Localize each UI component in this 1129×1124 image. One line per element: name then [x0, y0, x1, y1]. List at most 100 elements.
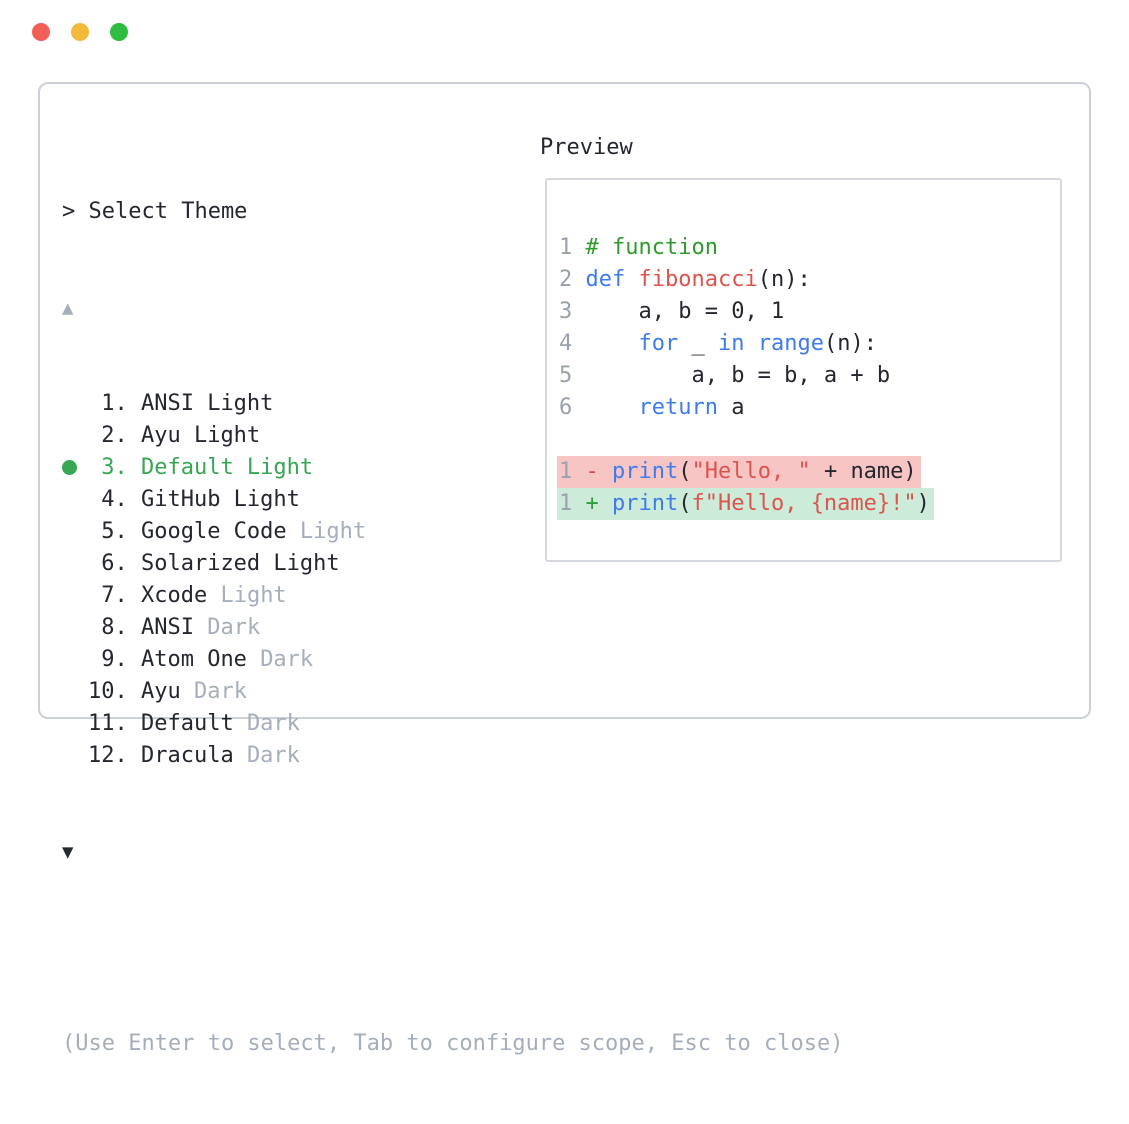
code-token: _ — [678, 331, 718, 356]
code-token: print — [612, 491, 679, 516]
code-line: 6 return a — [547, 392, 1060, 424]
code-line: 5 a, b = b, a + b — [547, 360, 1060, 392]
theme-item[interactable]: 9. Atom One Dark — [62, 644, 843, 676]
line-number: 1 — [559, 491, 573, 516]
code-token: + — [585, 491, 612, 516]
diff-row: 1 - print("Hello, " + name) — [547, 456, 1060, 488]
theme-name: Ayu — [140, 679, 181, 704]
theme-item[interactable]: 7. Xcode Light — [62, 580, 843, 612]
code-token — [744, 331, 757, 356]
line-number: 2 — [559, 267, 573, 292]
code-token: # function — [585, 235, 718, 260]
maximize-button-icon[interactable] — [110, 23, 128, 41]
code-token: range — [757, 331, 824, 356]
theme-item[interactable]: 8. ANSI Dark — [62, 612, 843, 644]
scroll-down-icon[interactable]: ▼ — [62, 841, 74, 863]
code-line: 4 for _ in range(n): — [547, 328, 1060, 360]
theme-name: Dracula — [140, 743, 234, 768]
theme-number: 10. — [88, 679, 128, 704]
line-number: 3 — [559, 299, 573, 324]
code-token: ) — [916, 491, 930, 516]
code-line: 2 def fibonacci(n): — [547, 264, 1060, 296]
code-token: for — [638, 331, 679, 356]
code-token: return — [638, 395, 718, 420]
theme-name: Default — [140, 711, 234, 736]
code-token: - — [585, 459, 612, 484]
theme-variant-tag: Light — [220, 583, 287, 608]
preview-title: Preview — [540, 135, 633, 160]
code-token — [625, 267, 638, 292]
code-token: + name) — [810, 459, 917, 484]
theme-name: ANSI Light — [140, 391, 274, 416]
code-token: "Hello, " — [691, 459, 811, 484]
code-line: 1 # function — [547, 232, 1060, 264]
theme-variant-tag: Dark — [260, 647, 314, 672]
theme-variant-tag: Dark — [246, 711, 300, 736]
code-token: ( — [678, 491, 692, 516]
theme-number: 6. — [101, 551, 128, 576]
code-token: (n): — [757, 267, 811, 292]
scroll-up-icon[interactable]: ▲ — [62, 297, 74, 319]
line-number: 1 — [559, 459, 573, 484]
theme-name: Xcode — [140, 583, 208, 608]
selected-bullet-icon — [62, 452, 88, 484]
theme-name: GitHub Light — [140, 487, 300, 512]
theme-number: 1. — [101, 391, 128, 416]
line-number: 4 — [559, 331, 573, 356]
theme-item[interactable]: 6. Solarized Light — [62, 548, 843, 580]
code-token — [586, 395, 639, 420]
code-token: fibonacci — [638, 267, 758, 292]
theme-item[interactable]: 11. Default Dark — [62, 708, 843, 740]
theme-item[interactable]: 2.Ayu Light — [62, 420, 843, 452]
theme-name: Google Code — [140, 519, 287, 544]
terminal-window: > Select Theme ▲ 1. ANSI Light 2.Ayu Light… — [38, 82, 1091, 1056]
code-token: ( — [678, 459, 692, 484]
theme-item[interactable]: 1. ANSI Light — [62, 388, 843, 420]
line-number: 5 — [559, 363, 573, 388]
minimize-button-icon[interactable] — [71, 23, 89, 41]
diff-row: 1 + print(f"Hello, {name}!") — [547, 488, 1060, 520]
theme-variant-tag: Dark — [246, 743, 300, 768]
line-number: 1 — [559, 235, 573, 260]
theme-name: Atom One — [140, 647, 247, 672]
code-token: a, b = 0, 1 — [585, 299, 785, 324]
window-controls — [32, 23, 128, 41]
line-number: 6 — [559, 395, 573, 420]
help-text: (Use Enter to select, Tab to configure s… — [62, 1031, 844, 1056]
code-token: a, b = b, a + b — [585, 363, 891, 388]
theme-name: Solarized Light — [140, 551, 340, 576]
theme-number: 4. — [101, 487, 128, 512]
theme-name: Ayu Light — [140, 423, 261, 448]
theme-number: 9. — [101, 647, 128, 672]
theme-number: 11. — [88, 711, 128, 736]
theme-number: 5. — [101, 519, 128, 544]
theme-item[interactable]: 10. Ayu Dark — [62, 676, 843, 708]
theme-number: 7. — [101, 583, 128, 608]
theme-variant-tag: Light — [299, 519, 367, 544]
code-line: 3 a, b = 0, 1 — [547, 296, 1060, 328]
code-token — [586, 331, 639, 356]
theme-number: 8. — [101, 615, 128, 640]
code-token: def — [585, 267, 626, 292]
diff-line-removed: 1 - print("Hello, " + name) — [557, 456, 921, 488]
bullet-dot-icon — [62, 460, 77, 475]
theme-item[interactable]: 5. Google Code Light — [62, 516, 843, 548]
close-button-icon[interactable] — [32, 23, 50, 41]
theme-number: 12. — [88, 743, 128, 768]
theme-variant-tag: Dark — [207, 615, 261, 640]
code-token: (n): — [823, 331, 877, 356]
theme-item[interactable]: 12. Dracula Dark — [62, 740, 843, 772]
theme-variant-tag: Dark — [193, 679, 247, 704]
code-line — [547, 424, 1060, 456]
select-theme-prompt: > Select Theme — [62, 199, 248, 224]
theme-item[interactable]: 3.Default Light — [62, 452, 843, 484]
theme-name: ANSI — [140, 615, 194, 640]
spacer — [62, 932, 843, 964]
code-token: f"Hello, {name}!" — [691, 491, 917, 516]
theme-name: Default Light — [140, 455, 314, 480]
theme-item[interactable]: 4. GitHub Light — [62, 484, 843, 516]
code-token: a — [717, 395, 745, 420]
diff-line-added: 1 + print(f"Hello, {name}!") — [557, 488, 934, 520]
